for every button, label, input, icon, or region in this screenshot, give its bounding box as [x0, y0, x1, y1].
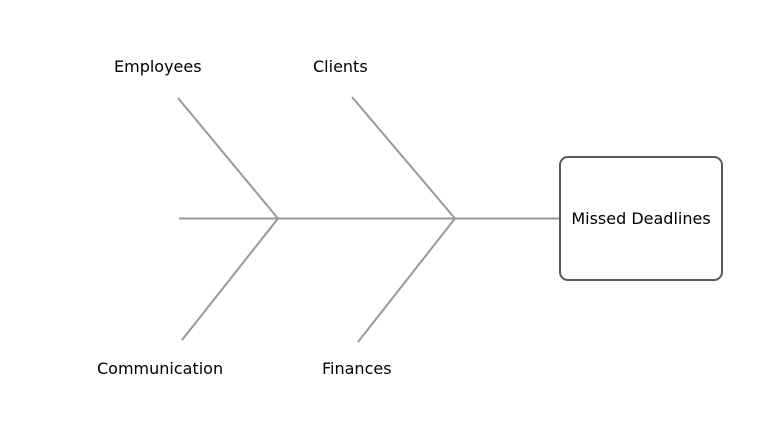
bone-communication[interactable]: [181, 217, 279, 341]
effect-label[interactable]: Missed Deadlines: [571, 209, 710, 228]
cause-label-clients[interactable]: Clients: [313, 57, 368, 76]
cause-label-communication[interactable]: Communication: [97, 359, 223, 378]
effect-box[interactable]: [559, 156, 723, 281]
bone-employees[interactable]: [177, 97, 279, 220]
cause-label-employees[interactable]: Employees: [114, 57, 202, 76]
bone-clients[interactable]: [351, 96, 456, 220]
bone-finances[interactable]: [357, 217, 456, 343]
cause-label-finances[interactable]: Finances: [322, 359, 392, 378]
